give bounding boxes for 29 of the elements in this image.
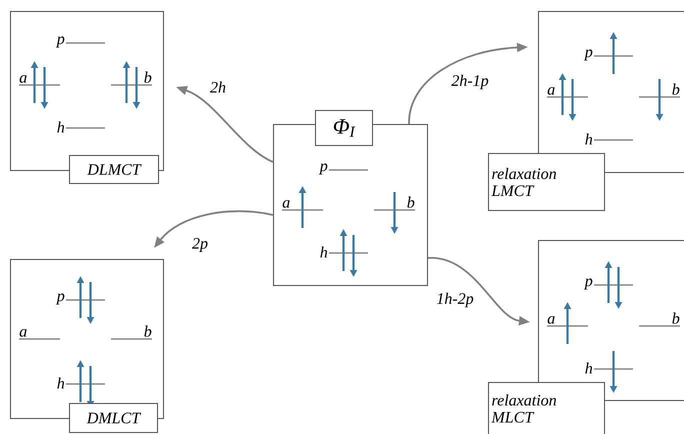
title-tab: DMLCT	[69, 403, 158, 433]
title-tab: relaxation LMCT	[488, 153, 605, 211]
level-label: p	[584, 50, 592, 60]
level-label: h	[585, 362, 592, 374]
edge-label: 2h-1p	[450, 74, 490, 90]
edge-label: 2p	[191, 237, 209, 253]
title-tab: relaxation MLCT	[488, 382, 605, 434]
level-label: h	[585, 133, 592, 145]
level-label: p	[584, 278, 592, 290]
title-tab: Φ$_{I}$	[315, 110, 373, 146]
title-tab: DLMCT	[69, 155, 159, 184]
level-label: a	[548, 316, 555, 324]
level-label: h	[57, 121, 64, 133]
level-label: h	[57, 377, 64, 389]
level-label: a	[548, 87, 555, 95]
level-label: h	[320, 246, 328, 258]
level-label: b	[672, 312, 680, 324]
level-label: p	[318, 164, 328, 174]
level-label: b	[144, 72, 152, 83]
level-label: b	[672, 84, 680, 95]
level-label: b	[144, 326, 152, 337]
level-label: p	[56, 294, 64, 304]
level-label: b	[407, 196, 414, 208]
level-label: a	[20, 329, 27, 337]
level-label: p	[56, 36, 64, 48]
level-label: a	[282, 200, 290, 208]
edge-label: 2h	[209, 80, 227, 94]
edge-label: 1h-2p	[435, 292, 475, 308]
level-label: a	[20, 75, 27, 83]
